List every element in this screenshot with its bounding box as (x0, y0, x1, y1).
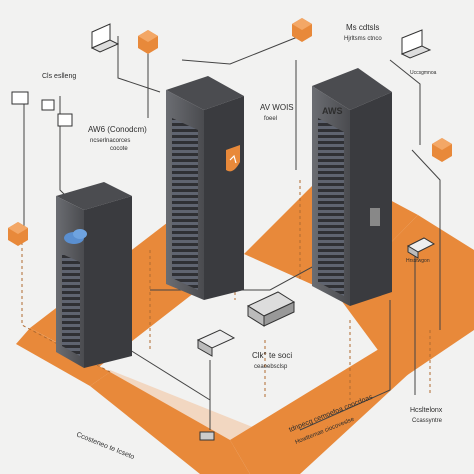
rack-logo: AWS (322, 106, 343, 116)
cloud-icon (64, 229, 87, 244)
label-right-small-2: Uccsgmnoa (410, 70, 437, 76)
cube-icon (8, 222, 28, 246)
label-aws-left-sub1: ncserlnacorces (90, 138, 130, 144)
server-rack-middle (166, 76, 244, 300)
storage-device-icon (196, 329, 236, 357)
label-aws-left-sub2: cocote (110, 146, 128, 152)
laptop-icon (400, 29, 432, 59)
monitor-icon (11, 91, 73, 127)
label-far-right-bottom-sub: Ccassyntre (412, 418, 443, 424)
cube-icon (138, 30, 158, 54)
label-far-right-bottom: Hcsltelonx (410, 407, 443, 414)
storage-device-icon (406, 237, 436, 259)
label-top-right: Ms cdtsls (346, 23, 379, 32)
label-right-small-1: Hrsstwgon (406, 258, 430, 264)
label-mid-right: AV WOIS (260, 103, 294, 112)
label-center-bottom: Clk° te soci (252, 351, 292, 360)
label-left-upper: Cls eslleng (42, 73, 76, 80)
label-aws-left: AW6 (Conodcm) (88, 125, 147, 134)
server-rack-right (312, 68, 392, 306)
server-rack-left (56, 182, 132, 368)
label-top-right-sub: Hjrltsms ctnco (344, 36, 382, 42)
storage-device-icon (246, 291, 296, 327)
storage-device-icon (199, 431, 215, 441)
cube-icon (292, 18, 312, 42)
label-center-bottom-sub: ceaoebsclsp (254, 364, 288, 370)
laptop-icon (90, 23, 120, 53)
label-mid-right-sub: foeel (264, 116, 277, 122)
cube-icon (432, 138, 452, 162)
shield-icon (226, 145, 240, 172)
